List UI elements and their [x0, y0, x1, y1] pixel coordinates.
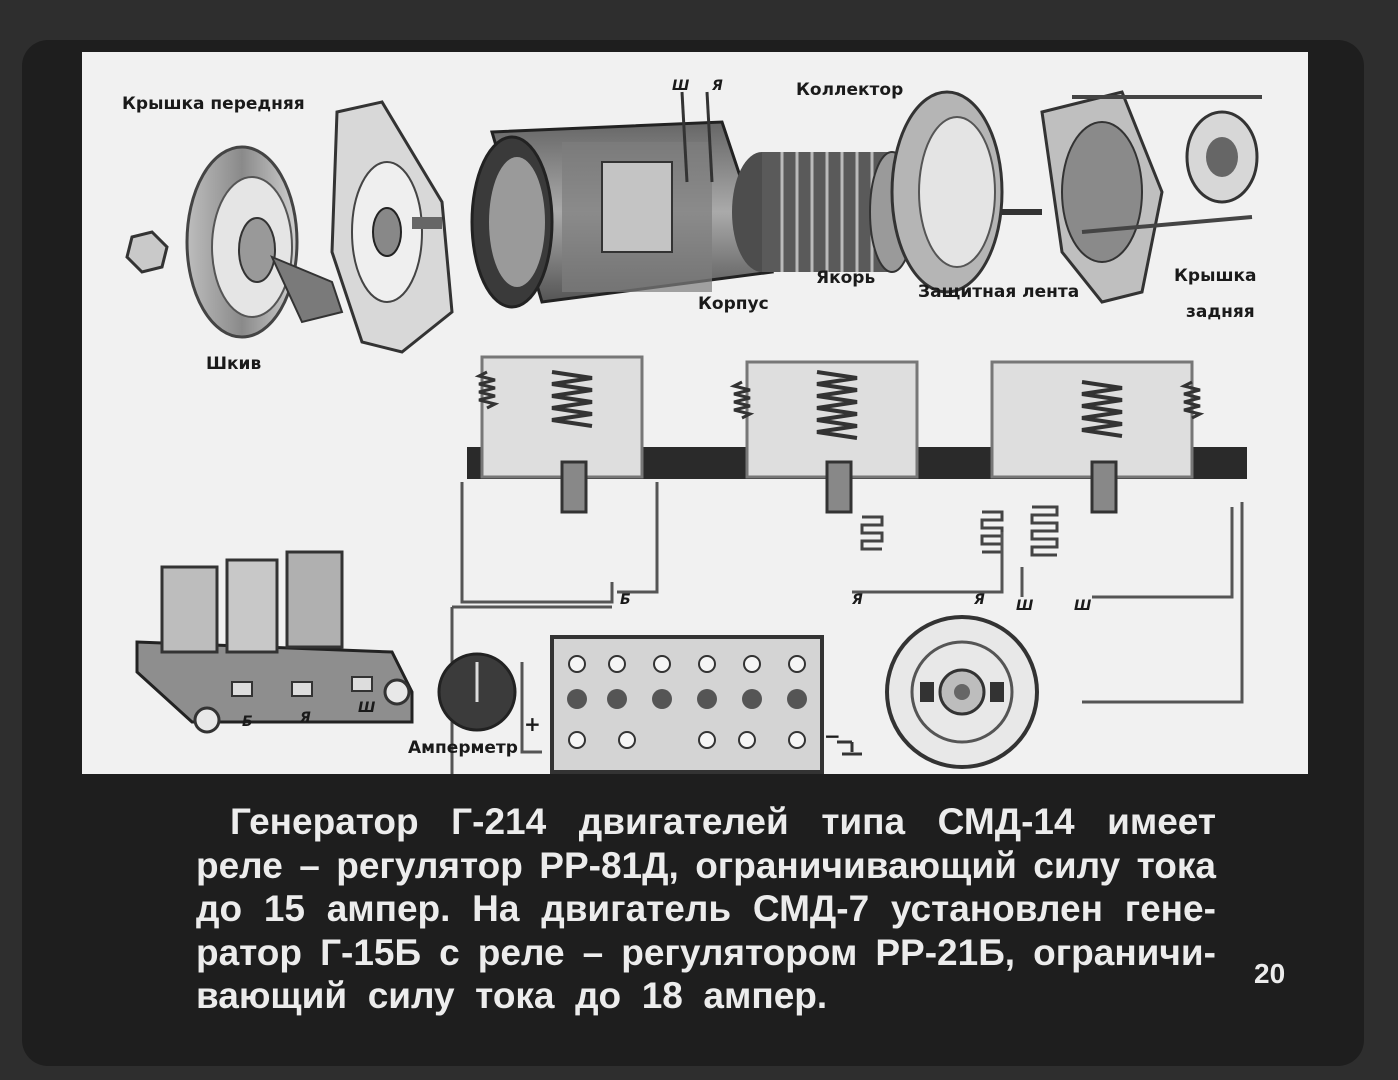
caption-line-2: реле – регулятор РР-81Д, ограничивающий … [196, 844, 1216, 888]
caption-word: 15 [263, 888, 305, 929]
caption-word: имеет [1107, 801, 1216, 842]
sh-terminal-top-label: Ш [672, 78, 690, 94]
pulley-label: Шкив [206, 354, 262, 374]
caption-word: На [472, 888, 520, 929]
caption-word: ампер. [326, 888, 451, 929]
caption-word: СМД-14 [937, 801, 1075, 842]
battery [550, 635, 862, 774]
relay-circuit [450, 355, 1247, 774]
ya-terminal-top-label: Я [712, 78, 723, 94]
caption-word: ограничи- [1033, 931, 1216, 973]
caption-word: РР-21Б, [875, 931, 1016, 973]
caption-word: Генератор [230, 801, 419, 842]
caption-word: ратор [196, 931, 303, 973]
housing-group [470, 91, 774, 309]
caption-word: типа [821, 801, 906, 842]
caption-word: РР-81Д, [539, 844, 679, 886]
caption-word: двигатель [541, 888, 732, 929]
housing-label: Корпус [698, 294, 769, 314]
terminal-ya-label: Я [852, 592, 863, 608]
front-cover-group [330, 100, 454, 354]
caption-word: ограничивающий [695, 844, 1017, 886]
caption-word: с [439, 931, 460, 973]
minus-sign: − [824, 724, 841, 748]
page-number: 20 [1254, 958, 1286, 989]
rear-cover-label-line2: задняя [1186, 302, 1255, 322]
caption-word: установлен [890, 888, 1103, 929]
caption-line-1: Генератор Г-214 двигателей типа СМД-14 и… [196, 800, 1216, 844]
terminal-sh-label: Ш [1016, 598, 1034, 614]
pulley-group [125, 145, 344, 339]
illustration-panel: Крышка передняя Шкив Ш Я Коллектор Корпу… [82, 52, 1308, 774]
plus-sign: + [524, 712, 541, 736]
generator-schematic [885, 615, 1039, 769]
caption-word: реле [196, 844, 283, 886]
ammeter-label: Амперметр [408, 738, 518, 758]
terminal-b-label: Б [620, 592, 631, 608]
caption-word: до [196, 888, 243, 929]
relay-unit [135, 550, 414, 734]
caption-word: Г-15Б [320, 931, 422, 973]
caption-line-5: вающий силу тока до 18 ампер. [196, 975, 828, 1016]
relay-ya-label: Я [300, 710, 311, 726]
caption-word: – [299, 844, 320, 886]
caption-word: двигателей [578, 801, 789, 842]
terminal-sh2-label: Ш [1074, 598, 1092, 614]
caption-line-3: до 15 ампер. На двигатель СМД-7 установл… [196, 887, 1216, 931]
caption-word: реле [477, 931, 565, 973]
relay-b-label: Б [242, 714, 253, 730]
generator-diagram [125, 90, 1262, 774]
rear-cover-label-line1: Крышка [1174, 266, 1257, 286]
caption-word: гене- [1124, 888, 1216, 929]
protective-band-group [890, 90, 1004, 294]
protective-band-label: Защитная лента [918, 282, 1080, 302]
caption-word: регулятором [621, 931, 858, 973]
caption-word: СМД-7 [752, 888, 870, 929]
ammeter [437, 652, 517, 732]
front-cover-label: Крышка передняя [122, 94, 305, 114]
caption-word: силу [1033, 844, 1121, 886]
caption-word: – [582, 931, 604, 973]
relay-sh-label: Ш [358, 700, 376, 716]
caption-word: тока [1136, 844, 1216, 886]
collector-label: Коллектор [796, 80, 904, 100]
caption-line-4: ратор Г-15Б с реле – регулятором РР-21Б,… [196, 931, 1216, 975]
caption-word: регулятор [336, 844, 523, 886]
rear-cover-group [1040, 90, 1262, 304]
caption-word: Г-214 [451, 801, 547, 842]
armature-label: Якорь [816, 268, 876, 288]
caption-text: Генератор Г-214 двигателей типа СМД-14 и… [196, 800, 1216, 1018]
terminal-ya2-label: Я [974, 592, 985, 608]
